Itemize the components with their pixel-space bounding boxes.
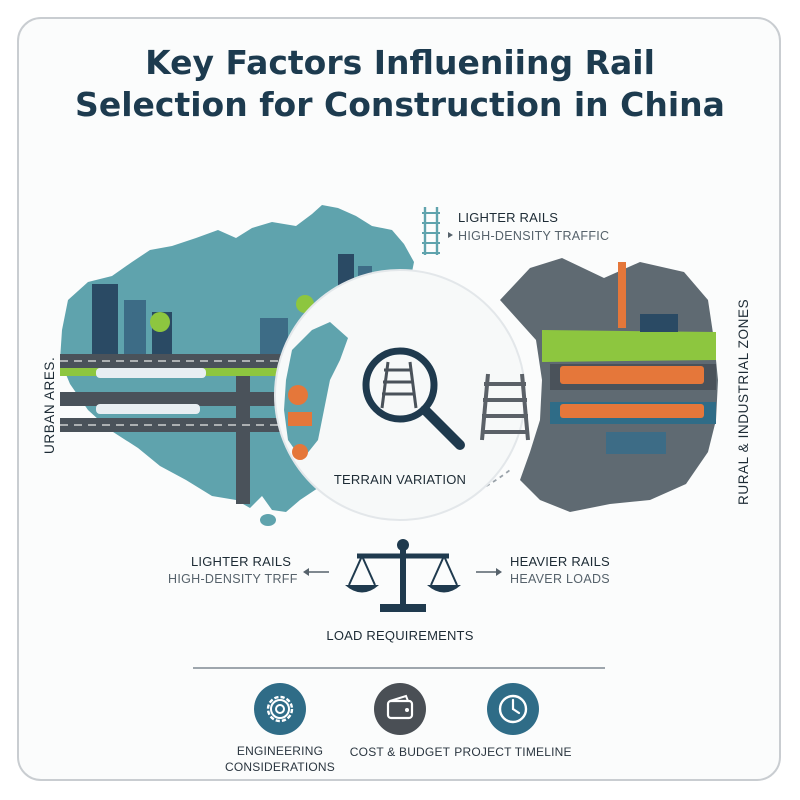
load-high-density-sublabel: HIGH-DENSITY TRFF bbox=[168, 572, 298, 586]
title-line-1: Key Factors Influeniing Rail bbox=[145, 43, 655, 82]
right-arrow-icon bbox=[476, 568, 502, 576]
title-line-2: Selection for Construction in China bbox=[75, 85, 725, 124]
load-lighter-rails-label: LIGHTER RAILS bbox=[191, 554, 292, 569]
cost-item bbox=[374, 683, 426, 735]
rural-building bbox=[606, 432, 666, 454]
engineering-label-line1: ENGINEERING bbox=[236, 744, 324, 758]
wallet-icon bbox=[374, 683, 426, 735]
factory-chimney bbox=[618, 262, 626, 328]
left-arrow-icon bbox=[303, 568, 329, 576]
top-traffic-sublabel: HIGH-DENSITY TRAFFIC bbox=[458, 229, 610, 243]
project-timeline-label: PROJECT TIMELINE bbox=[454, 745, 572, 759]
load-heavier-rails-label: HEAVIER RAILS bbox=[510, 554, 610, 569]
rural-green-strip bbox=[542, 330, 716, 362]
timeline-item bbox=[487, 683, 539, 735]
factory-building bbox=[640, 314, 678, 332]
freight-train-1 bbox=[560, 366, 704, 384]
freight-train-2 bbox=[560, 404, 704, 418]
load-requirements-label: LOAD REQUIREMENTS bbox=[326, 628, 474, 643]
balance-scale-icon bbox=[345, 539, 461, 612]
urban-roads bbox=[60, 354, 304, 504]
pointer-triangle-icon bbox=[448, 232, 453, 238]
section-divider bbox=[193, 667, 605, 669]
page-title: Key Factors Influeniing Rail Selection f… bbox=[0, 42, 800, 126]
top-lighter-rails-label: LIGHTER RAILS bbox=[458, 210, 559, 225]
clock-icon bbox=[487, 683, 539, 735]
engineering-item bbox=[254, 683, 306, 735]
engineering-label-line2: CONSIDERATIONS bbox=[225, 760, 335, 774]
rail-track-large bbox=[480, 373, 530, 441]
load-heavier-loads-sublabel: HEAVER LOADS bbox=[510, 572, 610, 586]
gear-icon bbox=[254, 683, 306, 735]
cost-budget-label: COST & BUDGET bbox=[349, 745, 451, 759]
hainan-island bbox=[260, 514, 276, 526]
terrain-variation-label: TERRAIN VARIATION bbox=[333, 472, 467, 487]
magnifier-icon bbox=[362, 347, 465, 450]
rail-track-icon bbox=[422, 207, 440, 255]
engineering-label: ENGINEERING CONSIDERATIONS bbox=[210, 743, 350, 775]
urban-areas-label: URBAN ARES. bbox=[42, 356, 57, 454]
industrial-machinery bbox=[288, 385, 312, 460]
